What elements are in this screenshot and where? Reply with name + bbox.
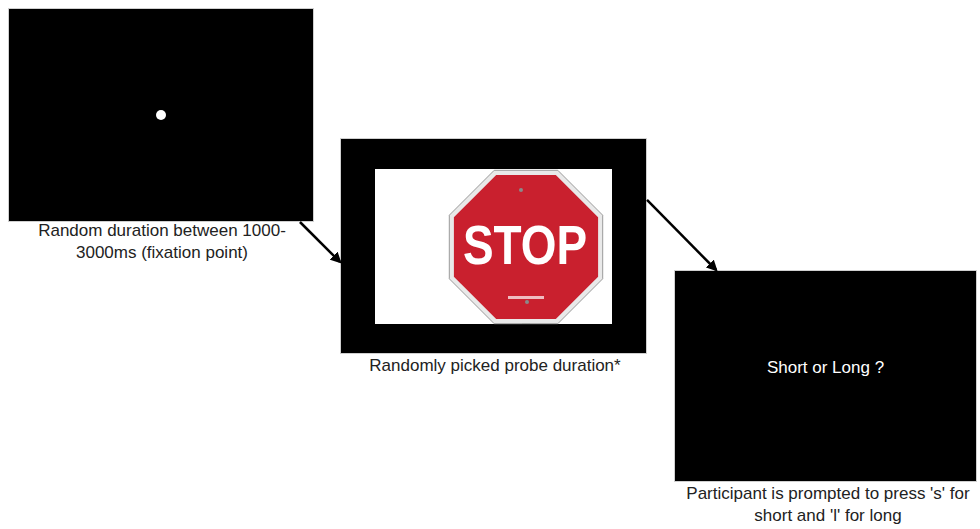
flow-arrow (647, 200, 716, 270)
stop-sign-rim (449, 170, 602, 323)
screen-frame: Randomly picked probe duration* (340, 138, 647, 354)
screen-frame: Short or Long ?Participant is prompted t… (674, 270, 977, 482)
step-caption: Randomly picked probe duration* (345, 355, 645, 377)
flow-arrow (300, 222, 340, 262)
sign-bolt (519, 188, 523, 192)
sign-mark (508, 296, 544, 299)
screen-prompt: Short or Long ? (675, 357, 976, 379)
photo-background (375, 169, 612, 324)
fixation-dot (156, 110, 166, 120)
screen-frame: Random duration between 1000- 3000ms (fi… (8, 8, 314, 222)
sign-bolt (525, 300, 529, 304)
sign-pole (522, 312, 530, 324)
stop-sign-face (454, 175, 598, 319)
step-caption: Random duration between 1000- 3000ms (fi… (22, 220, 302, 264)
step-caption: Participant is prompted to press 's' for… (678, 483, 978, 527)
